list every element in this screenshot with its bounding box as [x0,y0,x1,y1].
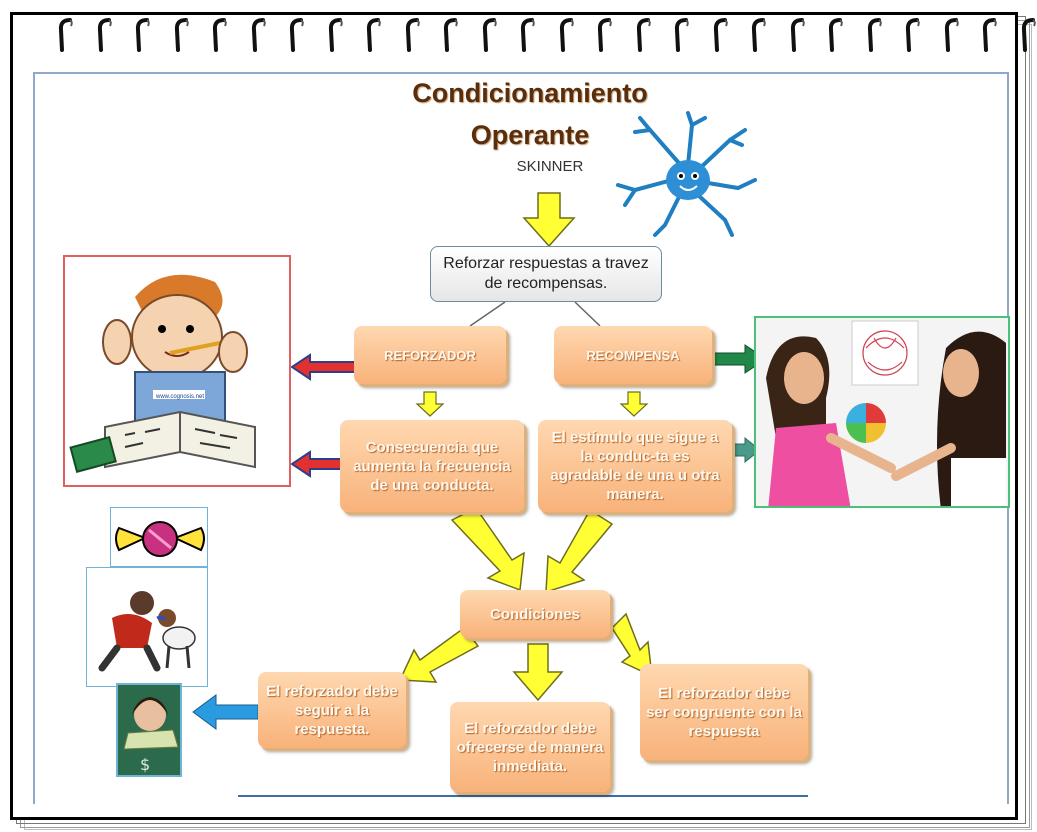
spiral-ring [405,18,420,52]
recompensa-box: RECOMPENSA [554,326,712,384]
condition-3-box: El reforzador debe ser congruente con la… [640,664,808,760]
spiral-ring [1021,18,1036,52]
reforzador-box: REFORZADOR [354,326,506,384]
connector-left [469,301,506,327]
page-border-top [33,72,1008,74]
spiral-ring [982,18,997,52]
spiral-ring [135,18,150,52]
connector-right [574,301,601,327]
reforzador-definition-box: Consecuencia que aumenta la frecuencia d… [340,420,524,512]
arrow-condiciones-down [512,643,564,702]
red-arrow-2 [290,450,346,478]
page-border-bottom [238,795,808,797]
arrow-condiciones-right [611,612,653,678]
girl-reward-photo [754,316,1010,508]
arrow-recompensa-down [619,391,649,417]
arrow-condiciones-left [398,626,480,683]
spiral-ring [482,18,497,52]
spiral-ring [289,18,304,52]
spiral-ring [751,18,766,52]
neuron-illustration [616,111,757,237]
spiral-ring [867,18,882,52]
title-line-1: Condicionamiento [412,78,648,108]
reforzador-label: REFORZADOR [384,347,476,363]
author-label: SKINNER [516,158,584,175]
title-line-2: Operante [470,120,590,150]
recompensa-label: RECOMPENSA [586,347,680,363]
page-border-left [33,72,35,804]
red-arrow-1 [290,353,356,381]
spiral-ring [790,18,805,52]
spiral-ring [636,18,651,52]
boy-studying-picture: www.cognosis.net [63,255,291,487]
spiral-ring [944,18,959,52]
candy-picture [110,507,208,567]
person-with-dog-picture [86,567,208,687]
diagram-title: Condicionamiento Operante [360,72,700,156]
condition-1-text: El reforzador debe seguir a la respuesta… [266,682,398,738]
spiral-ring [174,18,189,52]
book-caption: www.cognosis.net [155,394,204,400]
spiral-ring [328,18,343,52]
recompensa-definition-box: El estímulo que sigue a la conduc-ta es … [538,420,732,512]
condiciones-label: Condiciones [489,605,580,623]
blue-arrow [192,694,259,730]
condition-2-box: El reforzador debe ofrecerse de manera i… [450,702,610,792]
spiral-ring [828,18,843,52]
spiral-ring [597,18,612,52]
condiciones-box: Condiciones [460,590,610,638]
spiral-ring [559,18,574,52]
condition-3-text: El reforzador debe ser congruente con la… [646,684,802,740]
spiral-ring [520,18,535,52]
spiral-ring [366,18,381,52]
spiral-ring [97,18,112,52]
spiral-ring [58,18,73,52]
condition-2-text: El reforzador debe ofrecerse de manera i… [456,719,604,775]
recompensa-definition: El estímulo que sigue a la conduc-ta es … [550,429,720,503]
spiral-ring [713,18,728,52]
spiral-ring [443,18,458,52]
woman-with-money-picture: $ [116,683,182,777]
svg-text:$: $ [140,755,150,774]
spiral-ring [674,18,689,52]
arrow-left-to-condiciones [450,507,525,592]
spiral-ring [212,18,227,52]
reforzador-definition: Consecuencia que aumenta la frecuencia d… [353,438,511,494]
spiral-ring [251,18,266,52]
spiral-ring [905,18,920,52]
arrow-right-to-condiciones [545,508,614,594]
main-concept-box: Reforzar respuestas a travez de recompen… [430,246,662,302]
condition-1-box: El reforzador debe seguir a la respuesta… [258,672,406,748]
arrow-reforzador-down [415,391,445,417]
arrow-title-to-box [522,192,576,248]
